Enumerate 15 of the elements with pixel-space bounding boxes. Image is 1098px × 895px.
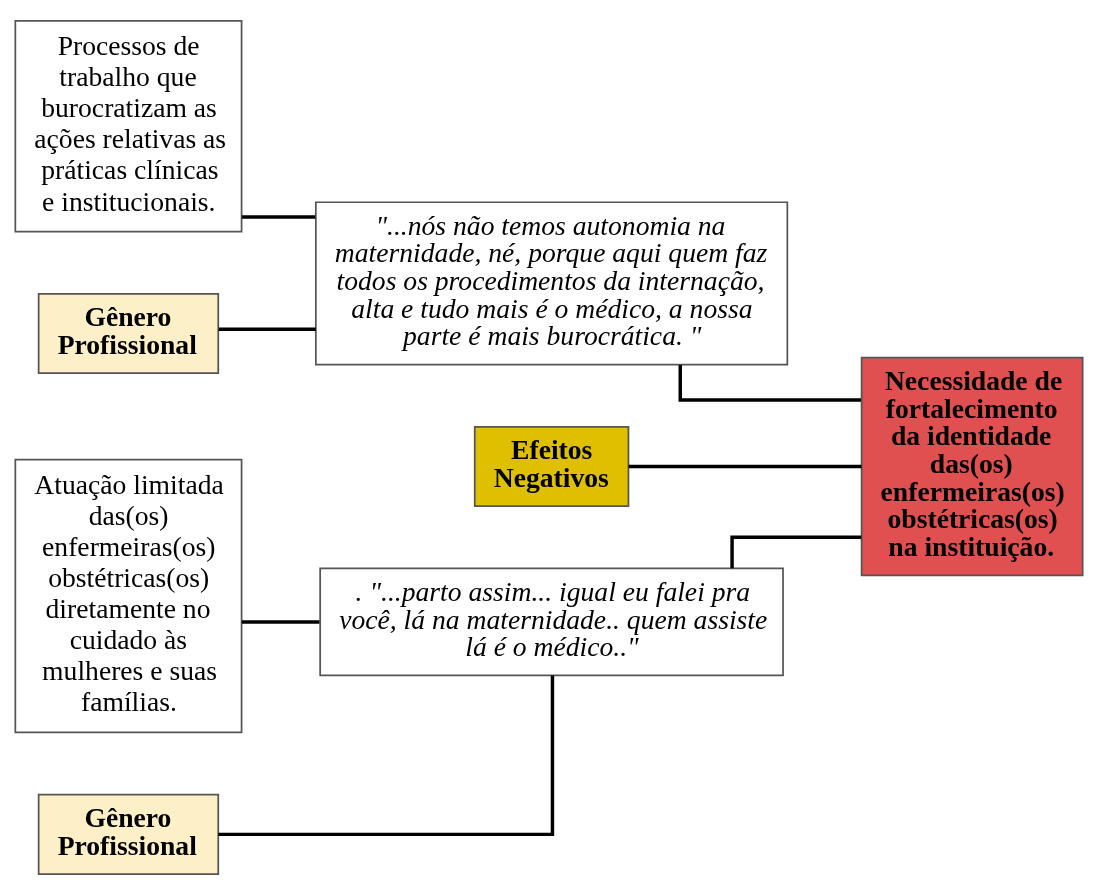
node-box: Necessidade de fortalecimento da identidade das(os) enfermeiras(os) obstétricas(os) na instituição.	[860, 356, 1084, 577]
node-box: Processos de trabalho que burocratizam as ações relativas as práticas clínicas e institucionais.	[14, 20, 243, 233]
connector	[218, 327, 316, 331]
connector	[218, 675, 555, 837]
connector	[628, 464, 862, 469]
node-box: Gênero Profissional	[37, 793, 220, 875]
connector	[241, 215, 316, 219]
node-box: Efeitos Negativos	[473, 425, 630, 508]
node-box: Atuação limitada das(os) enfermeiras(os) obstétricas(os) diretamente no cuidado às mulheres e suas famílias.	[14, 458, 243, 734]
node-box: Gênero Profissional	[37, 292, 220, 375]
connector	[678, 365, 861, 402]
connector	[730, 535, 862, 569]
connector	[241, 620, 320, 624]
node-box: "...nós não temos autonomia na maternidade, né, porque aqui quem faz todos os procedimentos da internação, alta e tudo mais é o médico, a nossa parte é mais burocrática. "	[314, 201, 789, 366]
node-box: . "...parto assim... igual eu falei pra você, lá na maternidade.. quem assiste lá é o médico.."	[319, 567, 784, 677]
